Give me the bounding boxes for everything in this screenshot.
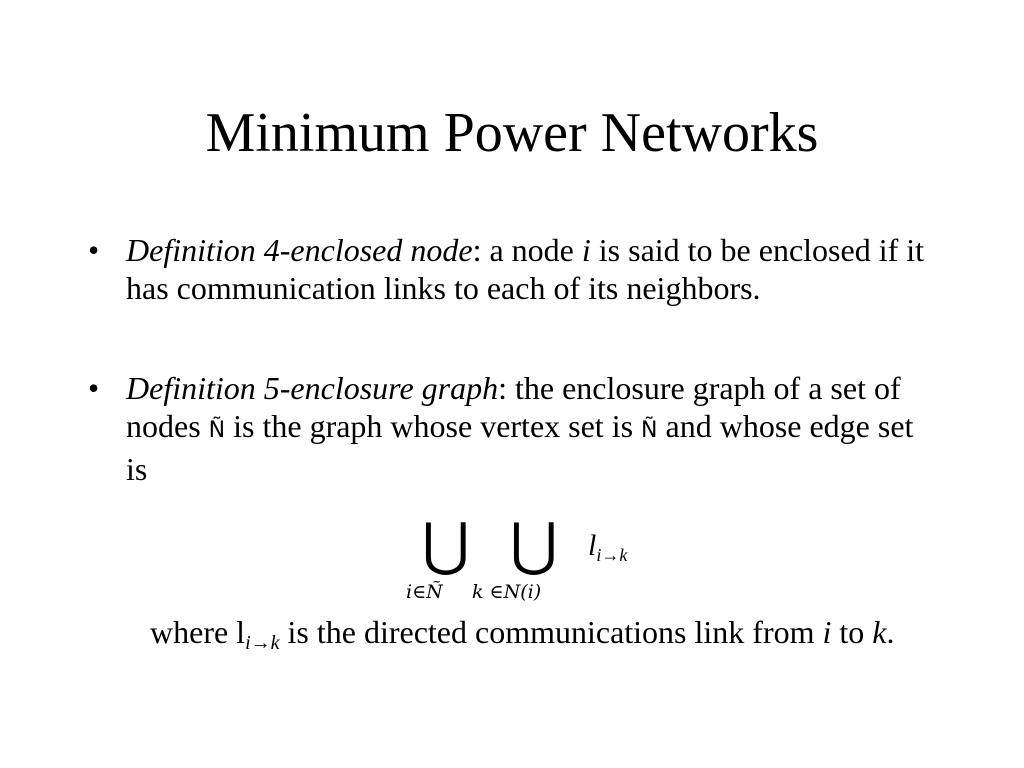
text-part: and whose edge set is	[126, 408, 914, 487]
text-part: where l	[150, 614, 246, 650]
definition-term: Definition 5-enclosure graph	[126, 370, 499, 406]
union-symbol: ⋃	[422, 510, 470, 578]
where-clause: where li→k is the directed communication…	[126, 612, 926, 663]
union-subscript: k ∈N(i)	[472, 581, 542, 603]
colon: :	[472, 232, 482, 268]
union-subscript: i∈Ñ	[406, 581, 443, 603]
text-part: is the graph whose vertex set is	[225, 408, 642, 444]
bullet-definition-4: • Definition 4-enclosed node: a node i i…	[88, 231, 926, 307]
link-subscript: i→k	[596, 545, 628, 565]
variable-i: i	[581, 232, 591, 268]
link-letter: l	[588, 529, 597, 562]
definition-term: Definition 4-enclosed node	[126, 232, 473, 268]
slide-title: Minimum Power Networks	[205, 102, 819, 164]
link-subscript: i→k	[245, 632, 280, 654]
variable-k: k	[872, 614, 887, 650]
bullet-text: Definition 5-enclosure graph: the enclos…	[126, 369, 926, 488]
text-part: is the directed communications link from	[279, 614, 823, 650]
union-symbol: ⋃	[510, 510, 558, 578]
colon: :	[498, 370, 507, 406]
bullet-text: Definition 4-enclosed node: a node i is …	[126, 231, 926, 307]
text-part: the enclosure graph of a set of nodes	[126, 370, 901, 444]
edge-set-formula: ⋃ i∈Ñ ⋃ k ∈N(i) li→k	[400, 515, 680, 605]
link-term: li→k	[588, 529, 627, 566]
bullet-marker: •	[88, 232, 100, 268]
set-symbol: Ñ	[641, 418, 658, 443]
bullet-marker: •	[88, 370, 100, 406]
bullet-definition-5: • Definition 5-enclosure graph: the encl…	[88, 369, 926, 488]
variable-i: i	[822, 614, 832, 650]
set-symbol: Ñ	[208, 418, 226, 443]
text-part: is said to be enclosed if it has communi…	[126, 232, 925, 306]
text-part: .	[886, 614, 895, 650]
text-part: a node	[481, 232, 582, 268]
text-part: to	[831, 614, 873, 650]
